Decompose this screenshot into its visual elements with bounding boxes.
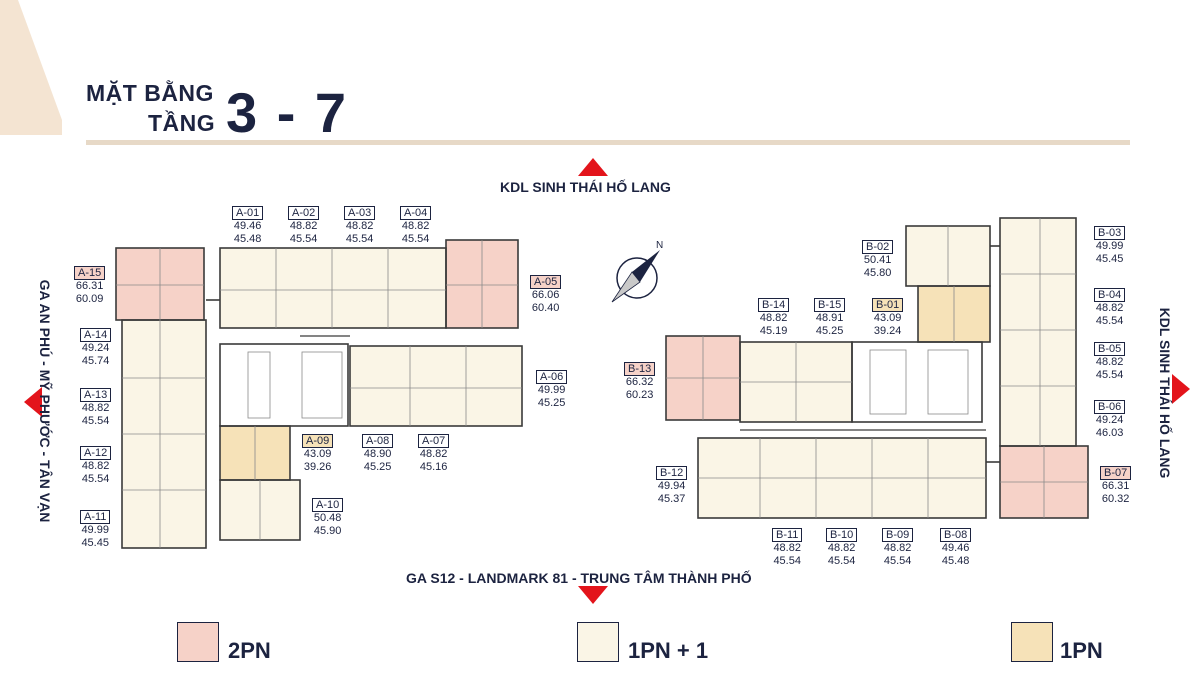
legend-label-1pn: 1PN — [1060, 638, 1103, 663]
direction-bottom: GA S12 - LANDMARK 81 - TRUNG TÂM THÀNH P… — [406, 570, 752, 586]
title-line1: MẶT BẰNG — [86, 80, 214, 106]
svg-text:N: N — [656, 240, 663, 251]
unit-a07[interactable] — [410, 346, 466, 426]
legend-swatch-2pn — [177, 622, 219, 662]
unit-a06[interactable] — [466, 346, 522, 426]
title-line2: TẦNG — [148, 110, 216, 136]
legend-label-1pn1: 1PN + 1 — [628, 638, 709, 663]
direction-top: KDL SINH THÁI HỐ LANG — [500, 179, 671, 195]
unit-a12[interactable] — [122, 434, 206, 490]
legend-swatch-1pn — [1011, 622, 1053, 662]
unit-a13[interactable] — [122, 378, 206, 434]
arrow-up-icon — [578, 158, 608, 176]
unit-a01[interactable] — [220, 248, 276, 328]
arrow-right-icon — [1172, 374, 1190, 404]
arrow-left-icon — [24, 387, 42, 417]
unit-a03[interactable] — [332, 248, 388, 328]
legend-swatch-1pn1 — [577, 622, 619, 662]
unit-a14[interactable] — [122, 320, 206, 378]
floor-range: 3 - 7 — [226, 81, 349, 144]
unit-b06[interactable] — [1000, 386, 1076, 446]
title-divider — [86, 140, 1130, 145]
core-b — [852, 342, 982, 422]
unit-a11[interactable] — [122, 490, 206, 548]
compass-icon: N — [611, 240, 663, 303]
core-a — [220, 344, 348, 426]
arrow-down-icon — [578, 586, 608, 604]
unit-b05[interactable] — [1000, 330, 1076, 386]
unit-b04[interactable] — [1000, 274, 1076, 330]
corner-decoration — [0, 0, 62, 135]
unit-a04[interactable] — [388, 248, 446, 328]
legend-label-2pn: 2PN — [228, 638, 271, 663]
unit-a08[interactable] — [350, 346, 410, 426]
unit-b03[interactable] — [1000, 218, 1076, 274]
unit-a02[interactable] — [276, 248, 332, 328]
